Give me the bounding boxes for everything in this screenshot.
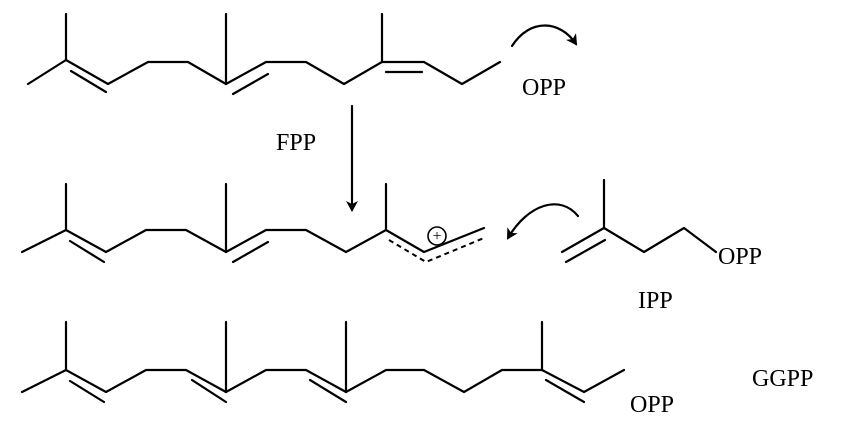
cation-double-bond-1 bbox=[68, 239, 106, 264]
ggpp-opp-label: OPP bbox=[630, 392, 674, 418]
ggpp-double-bond-1 bbox=[68, 379, 106, 404]
ggpp-double-bond-4 bbox=[544, 378, 586, 404]
allylic-cation-structure bbox=[20, 182, 486, 264]
ipp-label: IPP bbox=[638, 288, 673, 314]
ggpp-label: GGPP bbox=[752, 366, 813, 392]
cation-double-bond-2 bbox=[231, 240, 270, 264]
leaving-group-arrow bbox=[510, 24, 578, 48]
ggpp-double-bond-3 bbox=[308, 378, 348, 404]
charge-circle bbox=[427, 226, 447, 246]
cation-delocalization-dashes bbox=[388, 237, 485, 264]
ipp-structure bbox=[560, 178, 718, 264]
ggpp-structure bbox=[20, 320, 626, 404]
ipp-double-bond bbox=[564, 238, 607, 264]
fpp-double-bond-1 bbox=[69, 69, 108, 94]
nucleophilic-attack-arrow bbox=[506, 203, 580, 240]
fpp-chain bbox=[26, 58, 502, 86]
fpp-label: FPP bbox=[276, 130, 316, 156]
cation-chain bbox=[20, 226, 486, 254]
charge-symbol: + bbox=[432, 228, 441, 245]
ipp-opp-label: OPP bbox=[718, 244, 762, 270]
ggpp-chain bbox=[20, 368, 626, 394]
ggpp-double-bond-2 bbox=[190, 378, 228, 404]
positive-charge: + bbox=[427, 226, 447, 246]
fpp-double-bond-2 bbox=[231, 72, 270, 96]
ipp-chain bbox=[560, 226, 718, 254]
fpp-opp-label: OPP bbox=[522, 75, 566, 101]
fpp-structure bbox=[26, 12, 502, 96]
